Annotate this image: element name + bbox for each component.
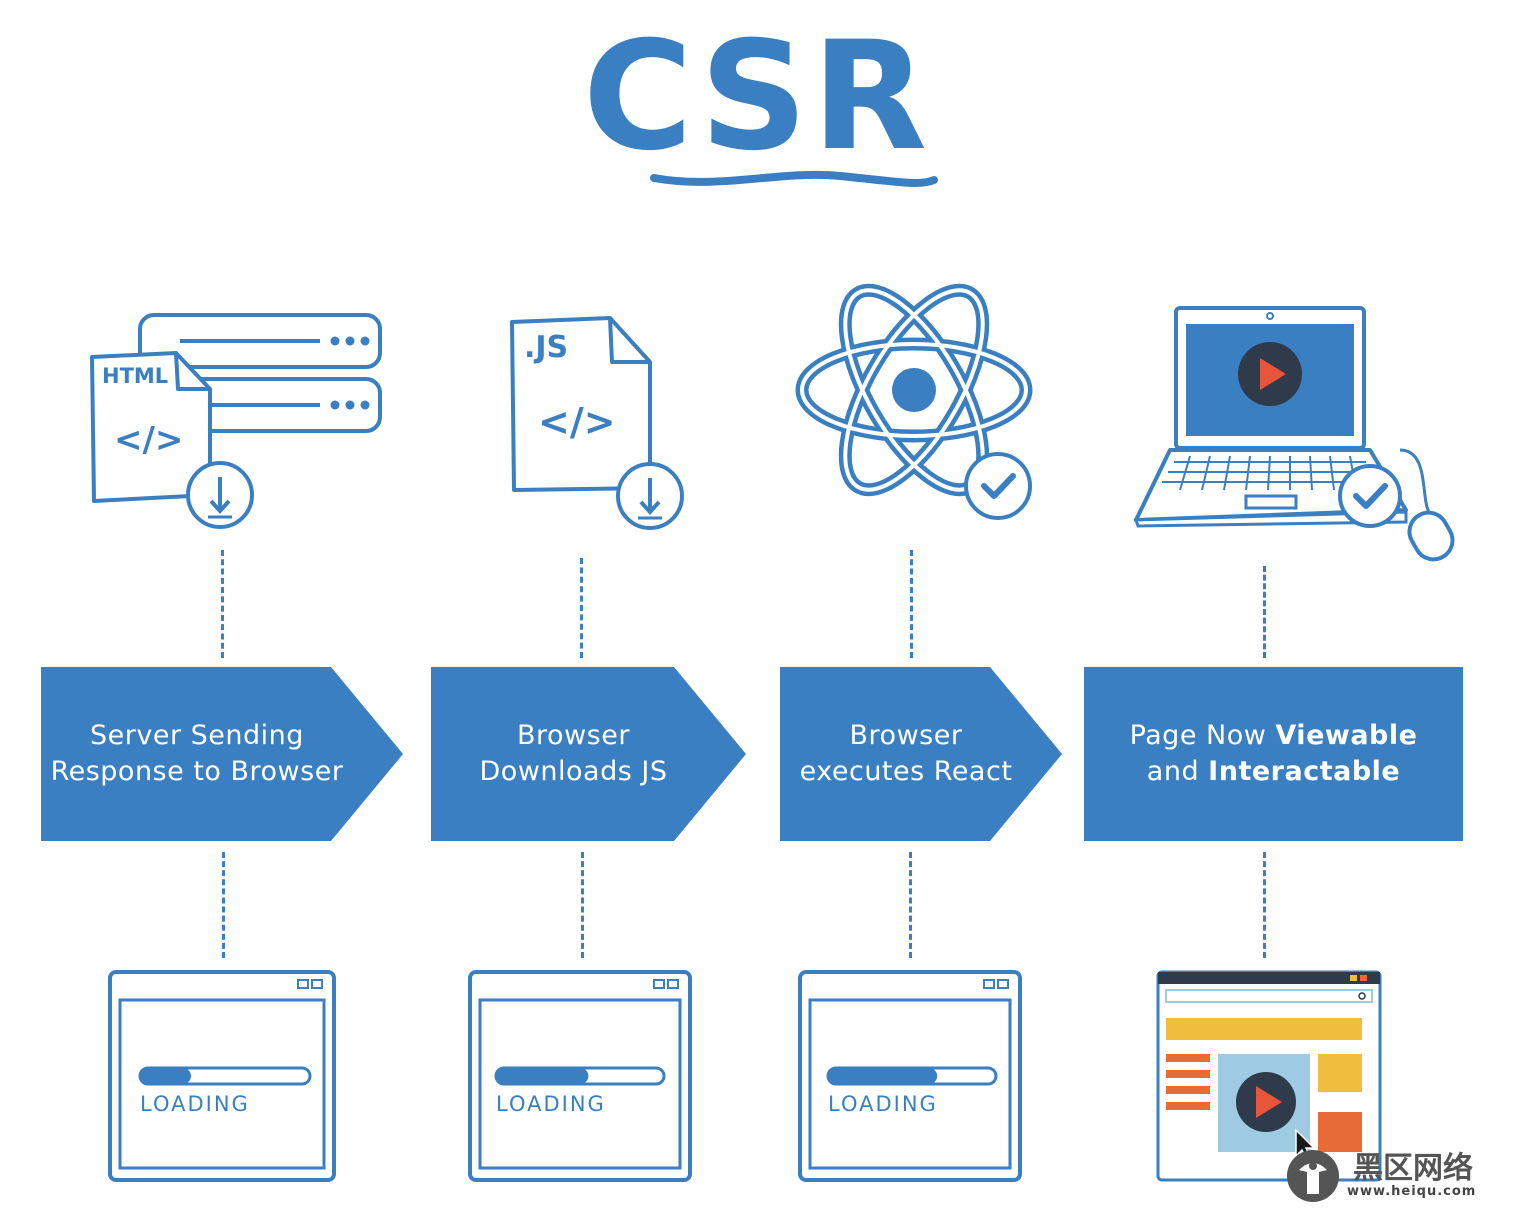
loading-progress-fill-3 xyxy=(828,1068,938,1084)
connector-2-lower xyxy=(581,852,584,958)
html-server-icon xyxy=(90,313,382,529)
page-title: CSR xyxy=(582,10,932,184)
watermark-logo-icon xyxy=(1287,1150,1339,1202)
react-atom-icon xyxy=(795,283,1033,520)
loading-label-1: LOADING xyxy=(140,1092,250,1116)
connector-4-upper xyxy=(1263,566,1266,658)
js-label: .JS xyxy=(524,330,569,365)
watermark-url: www.heiqu.com xyxy=(1347,1183,1477,1199)
loading-browser-2 xyxy=(468,970,692,1182)
step-3-line-1: Browser xyxy=(849,720,963,751)
js-file-icon xyxy=(510,316,684,530)
laptop-icon xyxy=(1133,306,1455,562)
step-2-arrow: Browser Downloads JS xyxy=(431,667,746,841)
watermark-cn-text: 黑区网络 xyxy=(1353,1150,1473,1186)
connector-1-upper xyxy=(221,550,224,658)
step-4-line-2-pre: and xyxy=(1146,756,1209,787)
step-2-line-1: Browser xyxy=(517,720,630,751)
loading-browser-1 xyxy=(108,970,336,1182)
step-3-line-2: executes React xyxy=(799,756,1013,787)
loading-progress-fill-2 xyxy=(496,1068,589,1084)
connector-4-lower xyxy=(1263,852,1266,958)
connector-3-lower xyxy=(909,852,912,958)
loading-progress-fill-1 xyxy=(140,1068,191,1084)
connector-1-lower xyxy=(222,852,225,958)
loading-browser-3 xyxy=(798,970,1022,1182)
connector-2-upper xyxy=(580,558,583,658)
title-underline xyxy=(650,170,938,187)
step-1-line-2: Response to Browser xyxy=(50,756,344,787)
loading-label-2: LOADING xyxy=(496,1092,606,1116)
js-code-glyph: </> xyxy=(538,400,616,444)
step-4-box: Page Now Viewable and Interactable xyxy=(1084,667,1463,841)
step-4-line-2-bold: Interactable xyxy=(1208,756,1401,787)
html-label: HTML xyxy=(102,364,169,388)
step-2-line-2: Downloads JS xyxy=(479,756,668,787)
watermark: 黑区网络 www.heiqu.com xyxy=(1285,1148,1476,1204)
step-4-line-1-pre: Page Now xyxy=(1129,720,1276,751)
step-4-line-1: Page Now Viewable xyxy=(1130,718,1418,754)
step-1-line-1: Server Sending xyxy=(90,720,304,751)
step-3-arrow: Browser executes React xyxy=(780,667,1062,841)
html-code-glyph: </> xyxy=(114,420,184,460)
step-4-line-1-bold: Viewable xyxy=(1275,720,1418,751)
step-1-arrow: Server Sending Response to Browser xyxy=(41,667,403,841)
step-4-line-2: and Interactable xyxy=(1130,754,1418,790)
connector-3-upper xyxy=(910,550,913,658)
loading-label-3: LOADING xyxy=(828,1092,938,1116)
